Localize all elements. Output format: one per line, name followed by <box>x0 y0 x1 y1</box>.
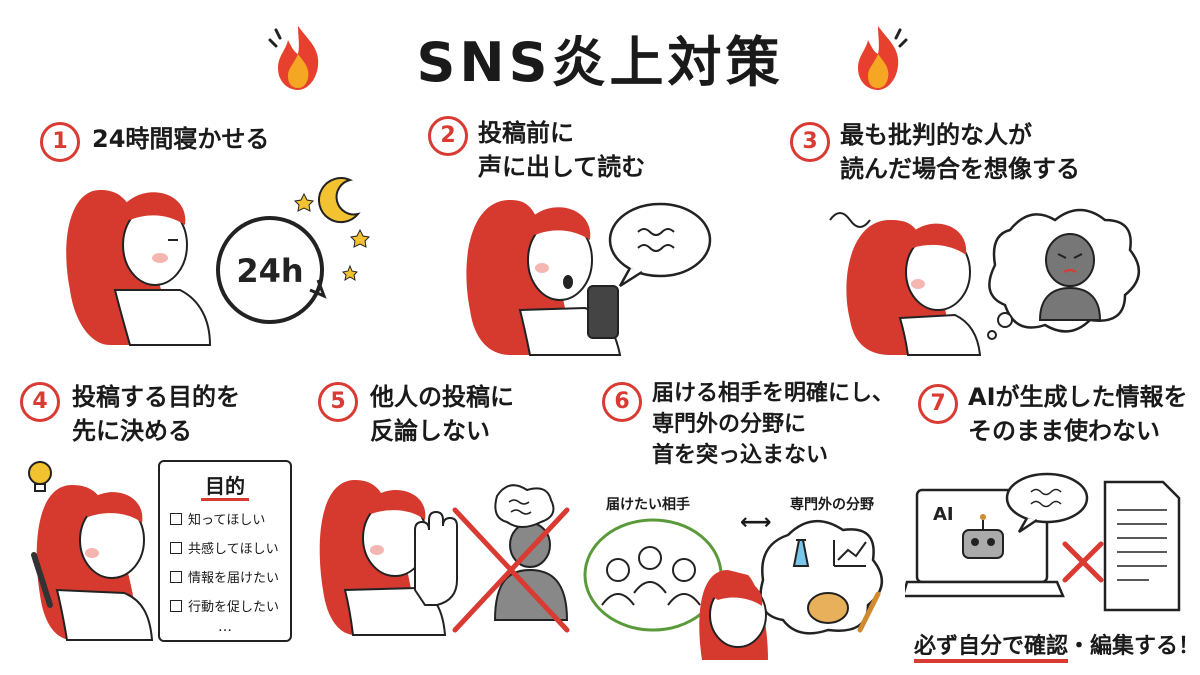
checklist-ellipsis: … <box>218 619 232 635</box>
moon-icon <box>318 177 361 224</box>
page-title: SNS炎上対策 <box>416 31 784 94</box>
cross-icon <box>452 507 570 633</box>
flame-icon <box>858 26 908 90</box>
tip-text: 最も批判的な人が 読んだ場合を想像する <box>840 121 1080 183</box>
target-label: 届けたい相手 <box>606 497 690 513</box>
tip-text: 届ける相手を明確にし、 専門外の分野に 首を突っ込まない <box>652 381 895 468</box>
final-message-rest: ・編集する！ <box>1068 634 1200 659</box>
clock-icon <box>216 216 327 324</box>
tip-text: 投稿前に 声に出して読む <box>478 119 646 181</box>
cross-icon <box>1062 541 1104 583</box>
tip2-illustration <box>466 200 712 356</box>
tip4-illustration <box>28 461 154 641</box>
final-message: 必ず自分で確認・編集する！ <box>914 628 1200 663</box>
tip-number: 4 <box>20 382 60 422</box>
tip-text: AIが生成した情報を そのまま使わない <box>968 383 1188 445</box>
tip-text: 投稿する目的を 先に決める <box>72 383 240 445</box>
outside-field-label: 専門外の分野 <box>790 497 874 513</box>
tip3-illustration <box>829 208 1140 356</box>
tip6-illustration <box>583 518 883 660</box>
chart-icon <box>833 540 867 567</box>
tip-number: 2 <box>428 116 468 156</box>
pencil-icon <box>857 591 881 633</box>
smartphone-icon <box>587 285 619 339</box>
speech-bubble-icon <box>1005 472 1089 534</box>
tip-number: 1 <box>40 122 80 162</box>
checklist-item: 情報を届けたい <box>170 567 290 586</box>
checklist-item: 行動を促したい <box>170 596 290 615</box>
flask-icon <box>792 539 810 567</box>
flame-icon <box>268 26 319 90</box>
final-message-underlined: 必ず自分で確認 <box>914 634 1069 663</box>
checklist-heading: 目的 <box>160 470 290 501</box>
stop-hand-icon <box>414 510 458 606</box>
lightbulb-icon <box>28 461 52 492</box>
palette-icon <box>807 592 849 624</box>
angry-person-icon <box>493 484 569 621</box>
confusion-icon <box>829 212 871 228</box>
double-arrow-icon: ⟷ <box>740 510 772 535</box>
robot-icon <box>962 514 1004 559</box>
tip-number: 5 <box>318 382 358 422</box>
star-icon <box>341 264 359 282</box>
tip5-illustration <box>319 480 570 636</box>
tip-number: 7 <box>918 384 958 424</box>
people-icon <box>601 546 701 606</box>
checklist-item: 知ってほしい <box>170 509 290 528</box>
purpose-checklist: 目的 知ってほしい 共感してほしい 情報を届けたい 行動を促したい … <box>158 460 292 642</box>
tip-number: 6 <box>602 382 642 422</box>
tip-number: 3 <box>790 122 830 162</box>
ai-screen-label: AI <box>933 504 954 525</box>
tip1-illustration: 24h <box>66 177 371 346</box>
star-icon <box>293 192 315 212</box>
star-icon <box>349 228 371 248</box>
clock-label: 24h <box>236 252 303 290</box>
speech-bubble-icon <box>608 202 712 288</box>
angry-person-icon <box>1038 233 1102 321</box>
pencil-icon <box>31 552 53 608</box>
document-icon <box>1103 480 1181 612</box>
checklist-item: 共感してほしい <box>170 538 290 557</box>
tip-text: 他人の投稿に 反論しない <box>370 383 514 445</box>
tip7-illustration: AI <box>905 472 1181 612</box>
tip-text: 24時間寝かせる <box>92 125 270 153</box>
